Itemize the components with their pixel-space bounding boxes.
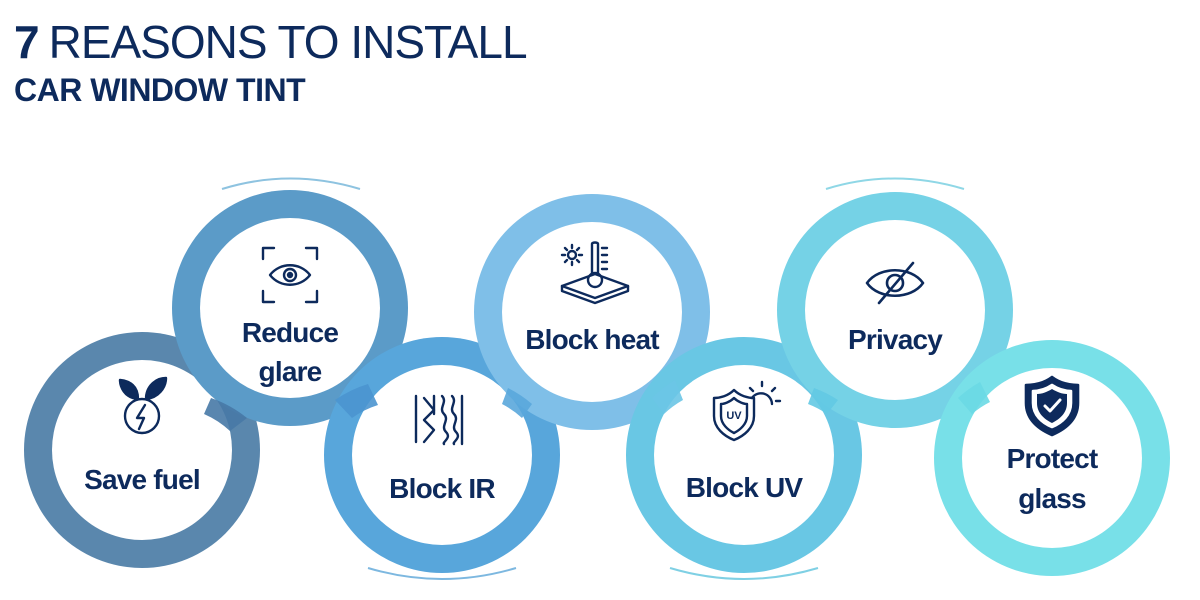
- thermometer-heat-icon: [560, 241, 630, 305]
- inner-protect-glass: [962, 368, 1142, 548]
- reason-block-heat: [474, 194, 710, 430]
- title-text: REASONS TO INSTALL: [48, 16, 528, 68]
- infrared-block-icon: [414, 394, 464, 446]
- label-privacy: Privacy: [848, 324, 943, 355]
- label-protect-glass-line2: glass: [1018, 483, 1086, 514]
- label-save-fuel: Save fuel: [84, 464, 200, 495]
- reason-save-fuel: [24, 332, 260, 568]
- reason-reduce-glare: [172, 190, 408, 426]
- eye-slash-icon: [865, 261, 925, 305]
- decor-arc-bottom-right: [669, 567, 819, 580]
- eye-focus-icon: [261, 246, 319, 304]
- label-block-uv: Block UV: [686, 472, 804, 503]
- page-subtitle: CAR WINDOW TINT: [14, 72, 306, 108]
- inner-privacy: [805, 220, 985, 400]
- inner-reduce-glare: [200, 218, 380, 398]
- label-reduce-glare-line1: Reduce: [242, 317, 339, 348]
- reason-privacy: [777, 192, 1013, 428]
- reason-protect-glass: [934, 340, 1170, 576]
- overlap-ir-heat: [502, 388, 532, 418]
- svg-text:UV: UV: [726, 410, 742, 422]
- label-protect-glass-line1: Protect: [1007, 443, 1098, 474]
- leaf-energy-icon: [118, 376, 168, 435]
- shield-check-icon: [1024, 375, 1080, 437]
- overlap-glare-ir: [335, 384, 378, 418]
- inner-block-uv: [654, 365, 834, 545]
- inner-block-heat: [502, 222, 682, 402]
- inner-block-ir: [352, 365, 532, 545]
- decor-arc-top-right: [825, 177, 965, 190]
- reason-block-ir: [324, 337, 560, 573]
- overlap-uv-privacy: [808, 388, 838, 414]
- decor-arc-top-left: [221, 177, 361, 190]
- overlap-privacy-protect: [958, 382, 990, 414]
- reason-block-uv: [626, 337, 862, 573]
- label-block-heat: Block heat: [525, 324, 659, 355]
- inner-save-fuel: [52, 360, 232, 540]
- title-number: 7: [14, 16, 40, 68]
- uv-shield-icon: UV: [712, 380, 782, 442]
- label-block-ir: Block IR: [389, 473, 495, 504]
- overlap-heat-uv: [652, 380, 683, 414]
- overlap-save-glare: [204, 398, 247, 431]
- label-reduce-glare-line2: glare: [259, 356, 322, 387]
- decor-arc-bottom-left: [367, 567, 517, 580]
